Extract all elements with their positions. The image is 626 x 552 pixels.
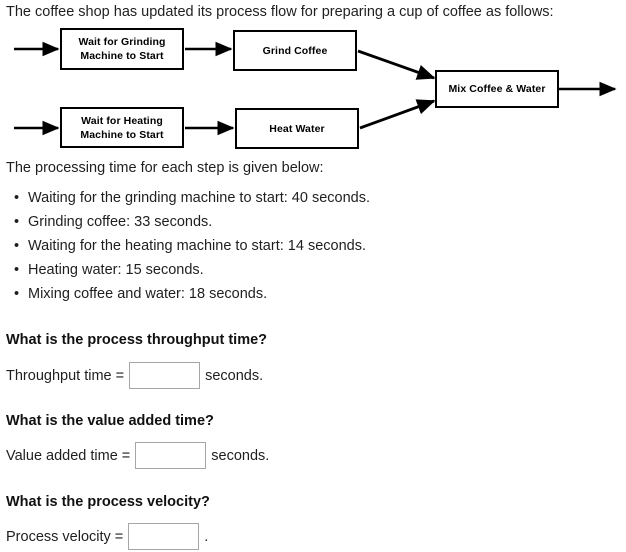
value-added-time-input[interactable] bbox=[135, 442, 207, 469]
process-velocity-input[interactable] bbox=[128, 523, 200, 550]
node-label-line2: Machine to Start bbox=[80, 128, 164, 141]
node-label: Heat Water bbox=[269, 122, 325, 135]
list-item: • Grinding coffee: 33 seconds. bbox=[14, 210, 370, 234]
node-grind-coffee: Grind Coffee bbox=[233, 30, 357, 71]
list-item-text: Heating water: 15 seconds. bbox=[28, 262, 204, 278]
list-item-text: Waiting for the heating machine to start… bbox=[28, 238, 366, 254]
node-label-line1: Wait for Grinding bbox=[78, 36, 166, 48]
bullet-glyph: • bbox=[14, 214, 20, 230]
arrow-grind-coffee-to-mix bbox=[357, 49, 436, 80]
process-velocity-label: Process velocity = bbox=[6, 528, 124, 545]
node-label: Mix Coffee & Water bbox=[448, 83, 546, 95]
question-process-velocity-heading: What is the process velocity? bbox=[6, 494, 210, 510]
throughput-time-unit: seconds. bbox=[205, 367, 264, 384]
value-added-time-unit: seconds. bbox=[211, 447, 270, 464]
diagram-connectors bbox=[14, 41, 617, 136]
list-item: • Heating water: 15 seconds. bbox=[14, 258, 370, 282]
answer-row-value-added-time: Value added time = seconds. bbox=[6, 442, 269, 469]
bullet-glyph: • bbox=[14, 190, 20, 206]
processing-times-list: • Waiting for the grinding machine to st… bbox=[0, 186, 370, 306]
throughput-time-input[interactable] bbox=[129, 362, 201, 389]
node-wait-for-heating-machine: Wait for Heating Machine to Start bbox=[60, 107, 184, 148]
node-label-line1: Wait for Heating bbox=[81, 114, 163, 127]
value-added-time-label: Value added time = bbox=[6, 447, 131, 464]
list-item-text: Waiting for the grinding machine to star… bbox=[28, 190, 371, 206]
node-wait-for-grinding-machine: Wait for Grinding Machine to Start bbox=[60, 28, 184, 70]
throughput-time-label: Throughput time = bbox=[6, 367, 125, 384]
list-item: • Mixing coffee and water: 18 seconds. bbox=[14, 282, 370, 306]
node-heat-water: Heat Water bbox=[235, 108, 359, 149]
node-label: Grind Coffee bbox=[262, 44, 328, 57]
answer-row-throughput-time: Throughput time = seconds. bbox=[6, 362, 263, 389]
list-item: • Waiting for the heating machine to sta… bbox=[14, 234, 370, 258]
arrow-heat-water-to-mix bbox=[359, 99, 436, 130]
question-value-added-time-heading: What is the value added time? bbox=[6, 413, 214, 429]
list-item-text: Grinding coffee: 33 seconds. bbox=[28, 214, 213, 230]
node-mix-coffee-and-water: Mix Coffee & Water bbox=[435, 70, 559, 108]
question-throughput-time-heading: What is the process throughput time? bbox=[6, 332, 268, 348]
bullet-glyph: • bbox=[14, 238, 20, 254]
answer-row-process-velocity: Process velocity = . bbox=[6, 523, 208, 550]
processing-times-intro: The processing time for each step is giv… bbox=[6, 160, 324, 176]
list-item-text: Mixing coffee and water: 18 seconds. bbox=[28, 286, 268, 302]
process-flow-diagram: Wait for Grinding Machine to Start Grind… bbox=[0, 24, 626, 154]
node-label-line2: Machine to Start bbox=[80, 50, 164, 62]
list-item: • Waiting for the grinding machine to st… bbox=[14, 186, 371, 210]
bullet-glyph: • bbox=[14, 286, 20, 302]
process-velocity-unit: . bbox=[204, 528, 209, 545]
bullet-glyph: • bbox=[14, 262, 20, 278]
intro-paragraph: The coffee shop has updated its process … bbox=[6, 4, 554, 20]
